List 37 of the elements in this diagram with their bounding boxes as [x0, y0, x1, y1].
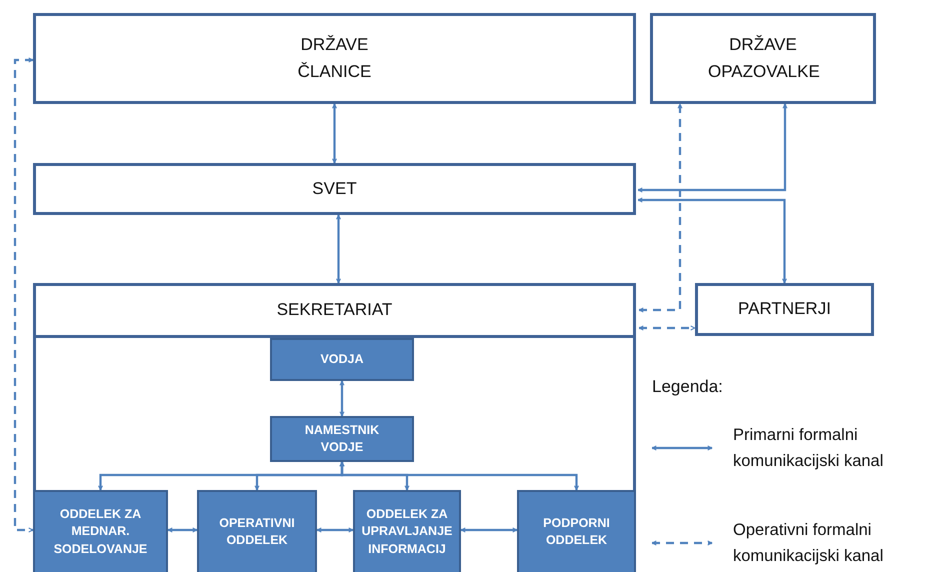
department-box	[517, 490, 636, 572]
department-box	[353, 490, 461, 572]
arrow	[460, 528, 518, 532]
organization-box	[33, 13, 636, 104]
box-label: PODPORNI ODDELEK	[542, 514, 611, 549]
legend-text: Primarni formalni komunikacijski kanal	[733, 425, 884, 472]
arrow	[336, 214, 341, 284]
box-label: DRŽAVE OPAZOVALKE	[708, 34, 818, 82]
box-label: VODJA	[320, 350, 364, 368]
arrow	[168, 528, 198, 532]
box-label: DRŽAVE ČLANICE	[296, 34, 372, 82]
organization-box	[33, 163, 636, 215]
dashed-arrow	[638, 326, 696, 330]
organization-box	[650, 13, 876, 104]
arrow	[316, 528, 354, 532]
box-label: NAMESTNIK VODJE	[304, 422, 380, 456]
department-box	[197, 490, 317, 572]
organization-box	[695, 283, 874, 336]
department-box	[270, 416, 414, 462]
department-box	[270, 338, 414, 381]
box-label: ODDELEK ZA MEDNAR. SODELOVANJE	[52, 506, 148, 558]
panel-heading: SEKRETARIAT	[276, 299, 392, 322]
legend-title: Legenda:	[652, 377, 723, 397]
box-label: PARTNERJI	[738, 298, 831, 320]
secretariat-panel	[33, 283, 636, 572]
dashed-arrow	[638, 104, 682, 312]
box-label: ODDELEK ZA UPRAVLJANJE INFORMACIJ	[360, 506, 454, 558]
dashed-arrow	[14, 58, 34, 532]
arrow	[638, 104, 788, 192]
legend-text: Operativni formalni komunikacijski kanal	[733, 520, 884, 567]
arrow	[638, 198, 787, 284]
arrow	[340, 380, 344, 416]
arrow	[340, 462, 579, 490]
box-label: OPERATIVNI ODDELEK	[218, 514, 296, 549]
box-label: SVET	[312, 178, 357, 200]
arrow	[332, 104, 337, 164]
department-box	[33, 490, 168, 572]
